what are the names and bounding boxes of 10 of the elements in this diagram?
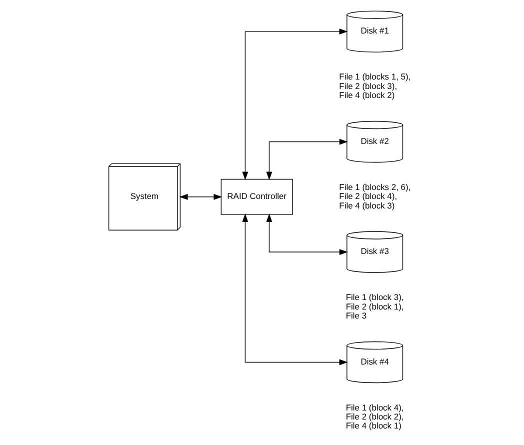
arrow — [242, 28, 348, 180]
arrow — [242, 214, 348, 366]
arrow — [266, 214, 348, 255]
node-label: File 1 (blocks 1, 5), File 2 (block 3), File 4 (block 2) — [338, 72, 410, 100]
arrow — [178, 194, 222, 200]
node-box: RAID Controller — [220, 178, 292, 215]
node-label: File 1 (block 3), File 2 (block 1), File 3 — [345, 292, 404, 320]
node-label: File 1 (block 4), File 2 (block 2), File 4 (block 1) — [345, 402, 404, 431]
node-label: File 1 (blocks 2, 6), File 2 (block 4), File 4 (block 3) — [338, 182, 410, 210]
arrow — [266, 138, 348, 180]
